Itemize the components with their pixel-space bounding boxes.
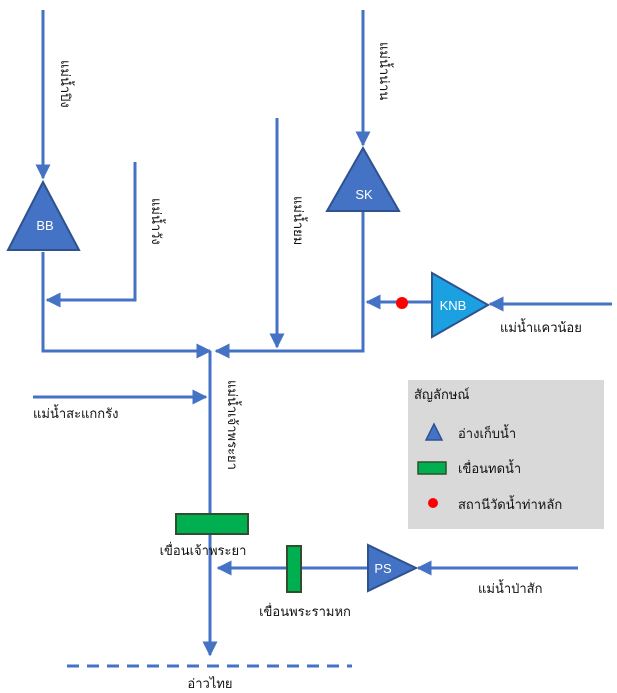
rama6-dam-label: เขื่อนพระรามหก [259, 603, 351, 620]
reservoir-sk-label: SK [355, 187, 373, 202]
reservoir-bb-icon [6, 179, 81, 251]
bb-outflow-line [41, 252, 212, 359]
reservoir-knb-label: KNB [440, 298, 467, 313]
station-marker [396, 297, 408, 309]
nan-river-label: แม่น้ำน่าน [376, 42, 394, 100]
reservoir-sk: SK [325, 145, 401, 212]
legend-reservoir-label: อ่างเก็บน้ำ [458, 424, 516, 442]
reservoir-ps-icon [367, 543, 419, 593]
reservoir-ps: PS [367, 543, 419, 593]
sakae-krang-river-label: แม่น้ำสะแกกรัง [33, 404, 119, 422]
legend-station-label: สถานีวัดน้ำท่าหลัก [458, 495, 562, 513]
reservoir-bb: BB [6, 179, 81, 251]
reservoir-ps-label: PS [374, 561, 392, 576]
legend-box [408, 380, 604, 529]
legend-title: สัญลักษณ์ [414, 387, 469, 403]
ping-river-label: แม่น้ำปิง [57, 60, 75, 108]
sk-outflow-line [214, 212, 365, 359]
reservoir-knb: KNB [431, 271, 491, 339]
legend-dam-icon [417, 461, 447, 475]
reservoir-knb-icon [431, 271, 491, 339]
chao-phraya-river-label: แม่น้ำเจ้าพระยา [224, 380, 242, 470]
gulf-label: อ่าวไทย [187, 676, 232, 692]
chao-phraya-dam-icon [175, 513, 249, 535]
yom-river-label: แม่น้ำยม [290, 196, 308, 245]
rama6-dam-icon [286, 545, 302, 593]
legend-station-icon [428, 498, 438, 508]
legend-reservoir-icon [424, 422, 444, 441]
river-lines [33, 10, 612, 657]
wang-river-line [45, 162, 137, 308]
pa-sak-river-label: แม่น้ำป่าสัก [478, 579, 543, 597]
legend: สัญลักษณ์ อ่างเก็บน้ำ เขื่อนทดน้ำ สถานีว… [408, 380, 604, 529]
reservoir-sk-icon [325, 145, 401, 212]
wang-river-label: แม่น้ำวัง [148, 198, 166, 245]
khwae-noi-river-label: แม่น้ำแควน้อย [500, 318, 582, 336]
reservoir-bb-label: BB [36, 218, 53, 233]
chao-phraya-dam-label: เขื่อนเจ้าพระยา [160, 542, 247, 559]
legend-dam-label: เขื่อนทดน้ำ [458, 459, 521, 477]
